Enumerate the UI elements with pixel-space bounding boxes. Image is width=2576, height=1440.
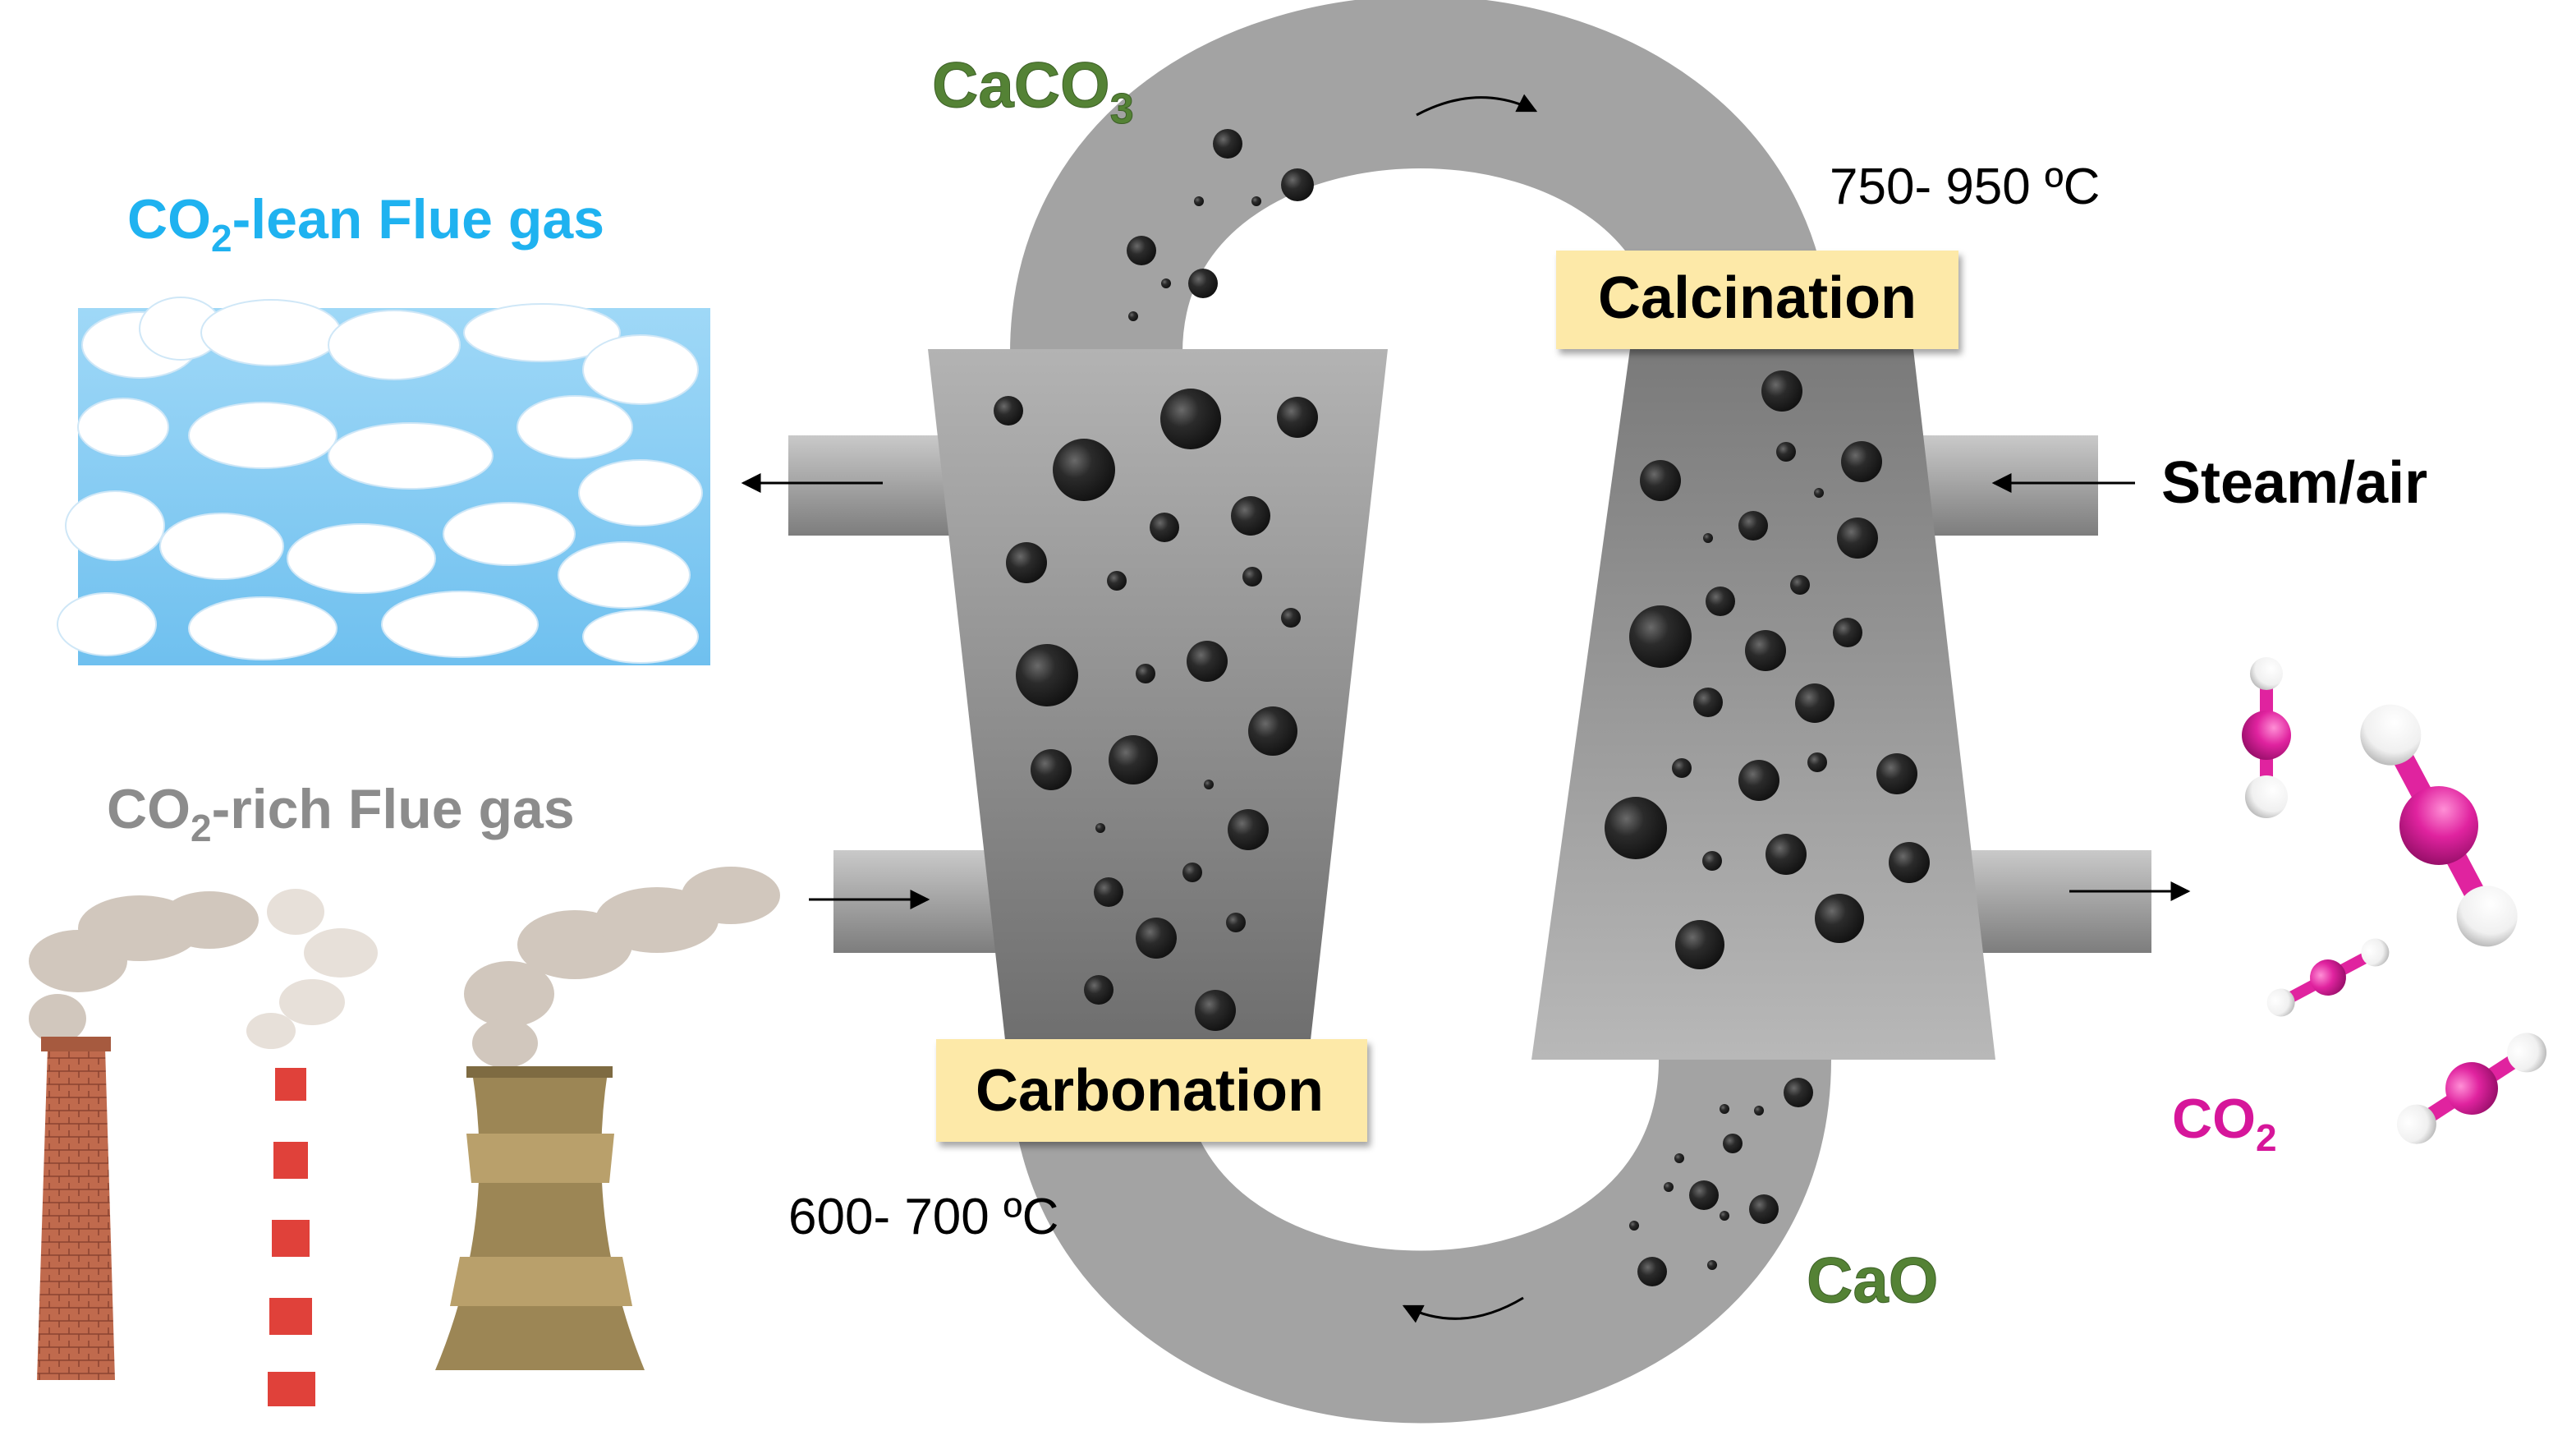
chimneys-icon xyxy=(29,867,780,1406)
calcination-label-box xyxy=(1556,251,1958,349)
co2-product-label: CO2 xyxy=(2172,1088,2277,1159)
circulation-loop xyxy=(1010,0,1831,1424)
inlet-pipe-right-top xyxy=(1913,435,2098,536)
clouds-icon xyxy=(57,297,710,665)
particles xyxy=(994,129,1930,1286)
outlet-pipe-left-top xyxy=(788,435,953,536)
carbonation-label: Carbonation xyxy=(976,1058,1324,1124)
temp-calcination: 750- 950 ºC xyxy=(1830,159,2100,215)
inlet-pipe-left-bottom xyxy=(833,850,1006,953)
co2-molecules-icon xyxy=(2242,657,2547,1144)
flow-arrows xyxy=(741,94,2191,1323)
arrow-loop-bottom xyxy=(1402,1296,1524,1323)
carbonator-reactor xyxy=(928,349,1388,1047)
temp-carbonation: 600- 700 ºC xyxy=(788,1189,1058,1245)
co2-rich-flue-gas-label: CO2-rich Flue gas xyxy=(107,778,575,849)
steam-air-label: Steam/air xyxy=(2161,450,2427,516)
caco3-label: CaCO3 xyxy=(932,48,1134,133)
co2-lean-flue-gas-label: CO2-lean Flue gas xyxy=(127,188,604,260)
outlet-pipe-right-bottom xyxy=(1963,850,2151,953)
calciner-reactor xyxy=(1531,349,1995,1060)
carbonation-label-box xyxy=(936,1039,1367,1142)
cao-label: CaO xyxy=(1807,1244,1938,1316)
arrow-loop-top xyxy=(1416,94,1538,117)
calcination-label: Calcination xyxy=(1598,265,1917,331)
